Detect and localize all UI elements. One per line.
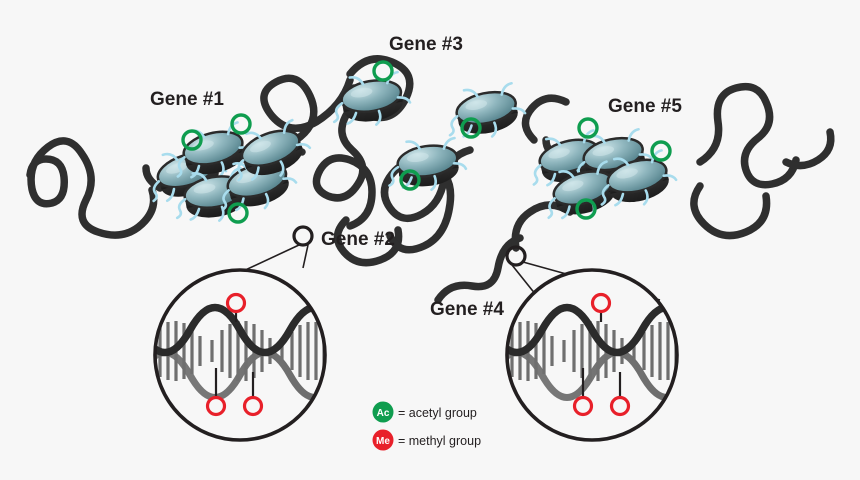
acetyl-group-icon: [575, 117, 672, 220]
gene-label-5: Gene #5: [608, 96, 682, 117]
methyl-legend-text: = methyl group: [398, 434, 481, 448]
legend-item-acetyl: Ac = acetyl group: [372, 401, 477, 423]
gene-2-anchor-circle: [292, 225, 314, 247]
methyl-badge-label: Me: [376, 436, 390, 447]
gene-1-cluster: [139, 113, 317, 230]
acetyl-group-icon: [372, 60, 394, 82]
methyl-badge-icon: [372, 429, 394, 451]
gene-label-4: Gene #4: [430, 299, 504, 320]
gene-label-1: Gene #1: [150, 89, 224, 110]
gene-4-anchor-circle: [505, 245, 527, 267]
methyl-group-icon: [205, 292, 264, 417]
gene-5-cluster: [522, 117, 682, 229]
acetyl-badge-icon: [372, 401, 394, 423]
acetyl-legend-text: = acetyl group: [398, 406, 477, 420]
legend: Ac = acetyl group Me = methyl group: [372, 401, 481, 451]
mid-cluster: [382, 77, 530, 197]
inset-right-gene-4: [505, 268, 679, 442]
gene-label-3: Gene #3: [389, 34, 463, 55]
acetyl-group-icon: [399, 117, 482, 191]
acetyl-badge-label: Ac: [377, 408, 390, 419]
gene-3-cluster: [325, 60, 415, 134]
gene-label-2: Gene #2: [321, 229, 395, 250]
inset-left-gene-2: [153, 268, 327, 442]
legend-item-methyl: Me = methyl group: [372, 429, 481, 451]
methyl-group-icon: [572, 292, 631, 417]
acetyl-group-icon: [181, 113, 252, 224]
